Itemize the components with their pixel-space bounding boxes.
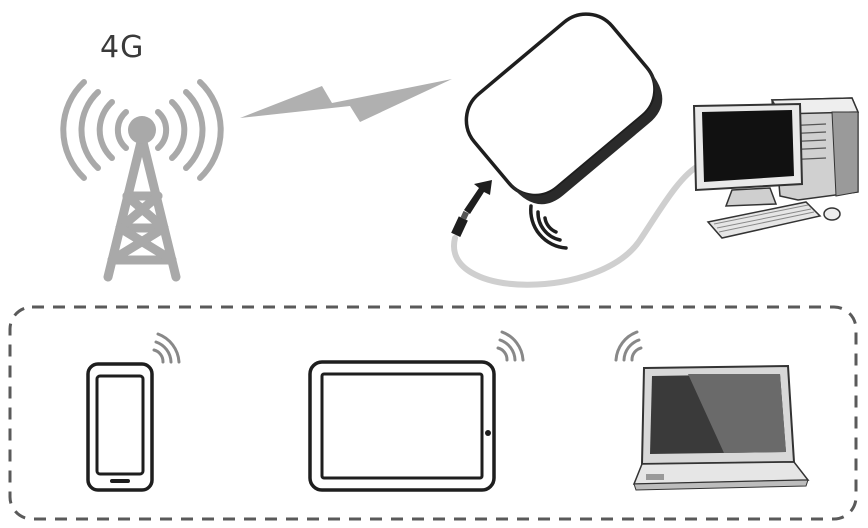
mobile-wifi-router-icon xyxy=(464,12,663,250)
tablet-icon xyxy=(308,330,525,492)
laptop-icon xyxy=(614,330,810,491)
wireless-signal-icon xyxy=(240,79,452,122)
cell-tower-icon xyxy=(60,79,224,282)
desktop-computer-icon xyxy=(692,97,860,239)
smartphone-icon xyxy=(86,332,181,492)
wireless-clients-area xyxy=(8,305,858,521)
network-type-label: 4G xyxy=(100,30,145,65)
usb-cable-icon xyxy=(451,162,703,288)
